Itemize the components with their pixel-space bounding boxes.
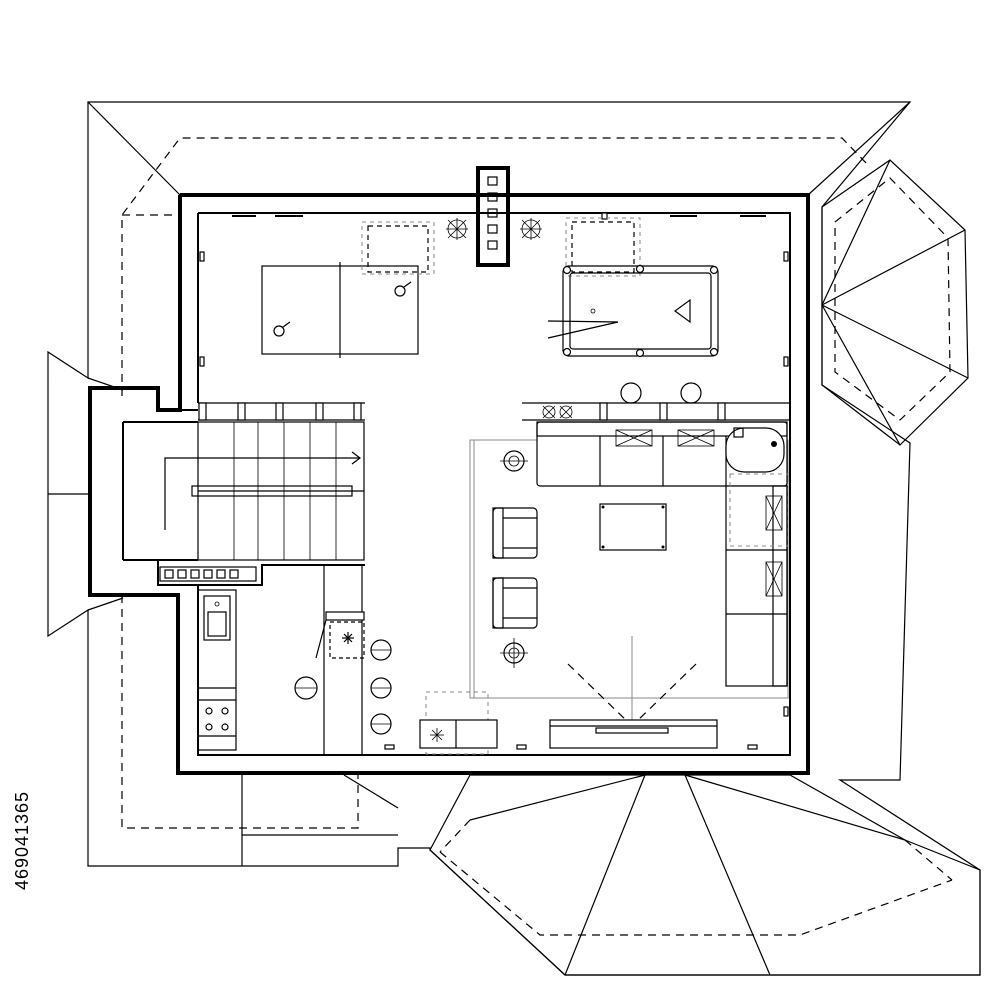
skylight-west xyxy=(361,221,435,275)
sideboard xyxy=(419,691,498,755)
fridge xyxy=(315,611,365,659)
interior-wall xyxy=(159,402,790,755)
corner-sofa xyxy=(536,421,788,687)
skylight-east xyxy=(565,217,641,277)
armchair xyxy=(492,507,538,629)
skylight-living xyxy=(729,473,789,547)
plant-icon xyxy=(542,405,573,419)
stove-icon xyxy=(198,707,236,737)
roof-overhang xyxy=(121,137,869,829)
table-tennis-table xyxy=(261,262,419,358)
stock-image-id: 469041365 xyxy=(8,760,38,920)
tv-view-cone xyxy=(567,636,697,726)
billiard-table xyxy=(547,264,719,358)
bay-roof-east xyxy=(821,159,969,446)
bar-stools-kitchen xyxy=(370,639,392,735)
coffee-table xyxy=(599,503,667,551)
chimney xyxy=(476,166,510,267)
game-room xyxy=(261,217,719,404)
living-room xyxy=(469,405,789,749)
kitchen xyxy=(197,589,392,751)
floor-lamp-icon xyxy=(500,450,528,668)
stock-image-id-text: 469041365 xyxy=(12,790,33,890)
rug xyxy=(469,439,789,699)
bay-roof-south xyxy=(429,774,981,976)
sink-icon xyxy=(203,595,231,641)
bar-stools-north xyxy=(620,382,702,404)
staircase xyxy=(164,421,365,561)
tv-cabinet xyxy=(549,719,718,749)
plant-icon xyxy=(446,218,542,240)
